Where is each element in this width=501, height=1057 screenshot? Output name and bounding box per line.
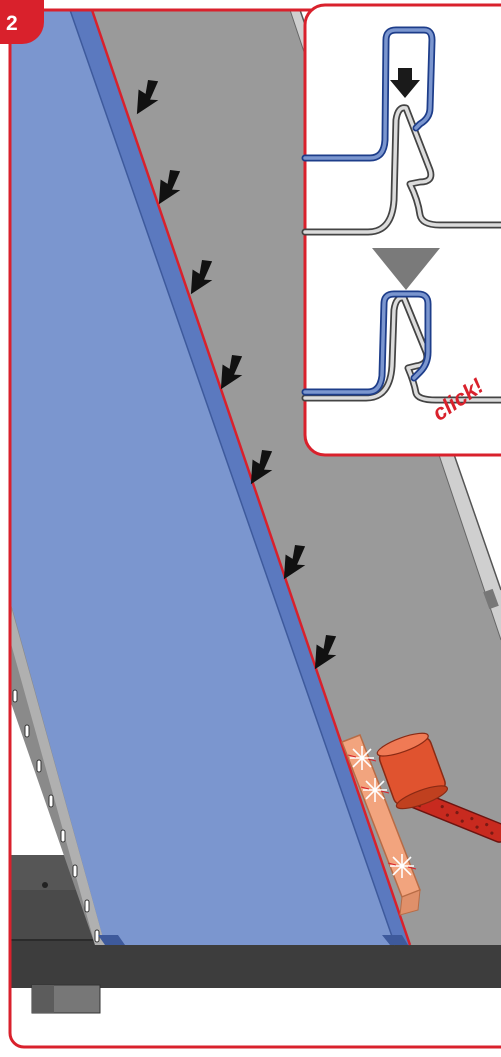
step-number: 2 <box>6 12 18 35</box>
detail-inset: click! <box>305 5 501 455</box>
step-badge: 2 <box>0 0 44 44</box>
